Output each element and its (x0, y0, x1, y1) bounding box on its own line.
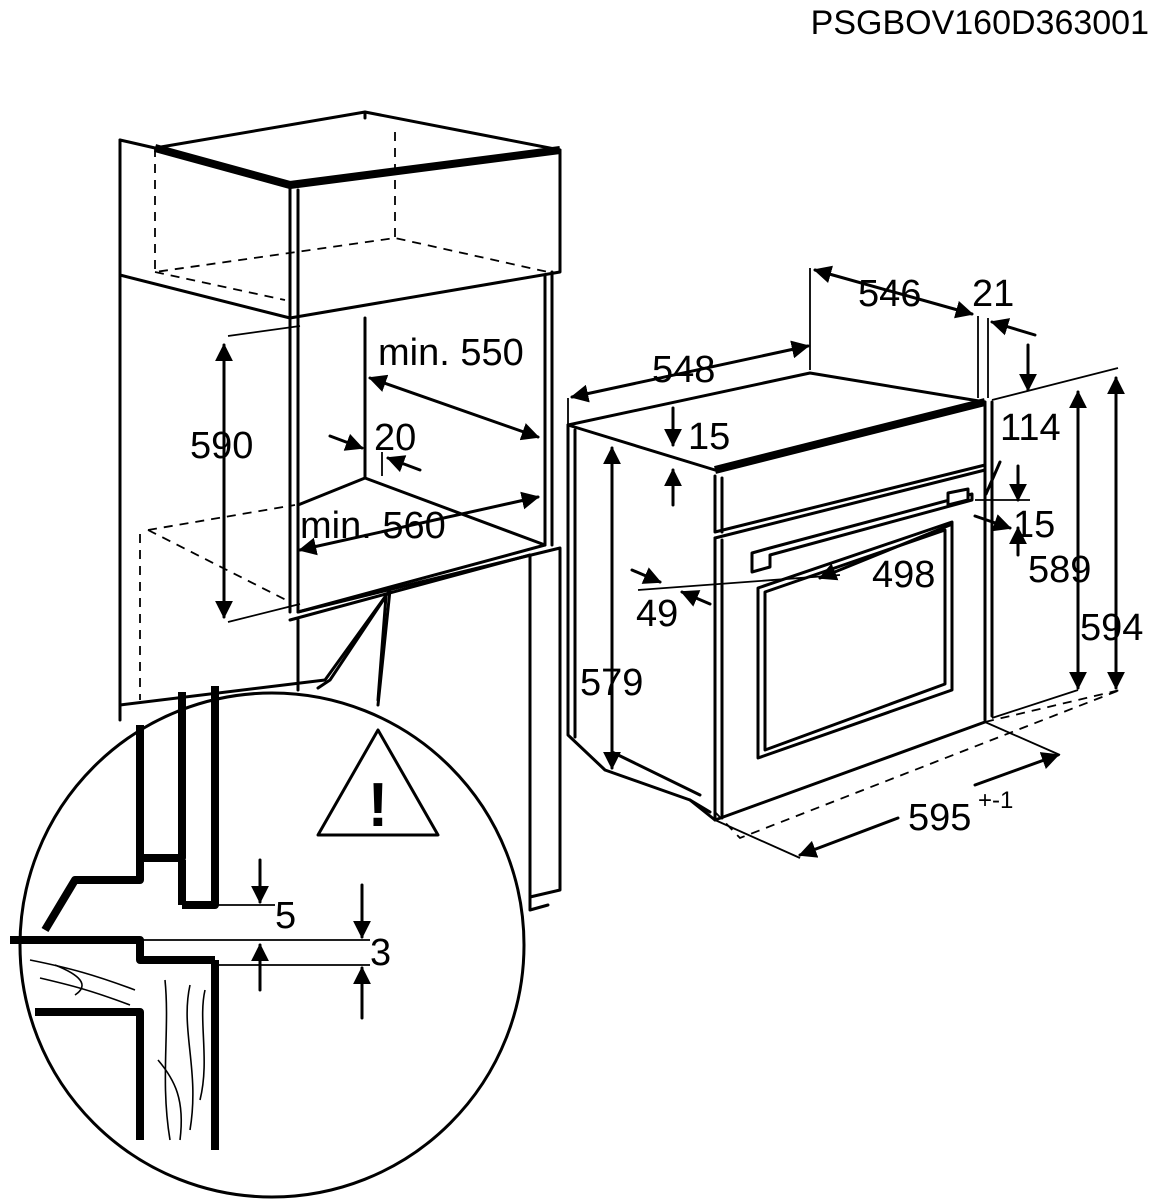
oven-width-tolerance: +-1 (978, 787, 1013, 814)
oven-width-label: 595 (908, 797, 971, 839)
oven-depth-total-label: 548 (652, 349, 715, 391)
oven-height-front-label: 589 (1028, 549, 1091, 591)
oven-height-body-label: 579 (580, 662, 643, 704)
detail-gap-bottom-label: 3 (370, 932, 391, 974)
warning-triangle-icon (316, 728, 440, 837)
oven-handle-depth-label: 49 (636, 593, 678, 635)
cabinet-gap-label: 20 (374, 417, 416, 459)
detail-circle (18, 588, 526, 1199)
oven-handle-length-label: 498 (872, 554, 935, 596)
cabinet (118, 110, 562, 912)
oven-dimensions (567, 265, 1125, 859)
oven-top-right-label: 114 (1000, 407, 1061, 449)
oven-handle-gap-label: 15 (1013, 504, 1055, 546)
detail-content (10, 686, 440, 1150)
oven-depth-body-label: 546 (858, 273, 921, 315)
cabinet-niche-height-label: 590 (190, 425, 253, 467)
oven-top-offset-label: 15 (688, 416, 730, 458)
oven-front-thickness-label: 21 (972, 273, 1014, 315)
cabinet-dimensions (215, 325, 540, 623)
detail-gap-top-label: 5 (275, 895, 296, 937)
document-code: PSGBOV160D363001 (811, 4, 1149, 42)
oven-height-total-label: 594 (1080, 607, 1143, 649)
warning-exclamation: ! (368, 771, 389, 840)
cabinet-depth-label: min. 550 (378, 332, 524, 374)
cabinet-width-label: min. 560 (300, 505, 446, 547)
